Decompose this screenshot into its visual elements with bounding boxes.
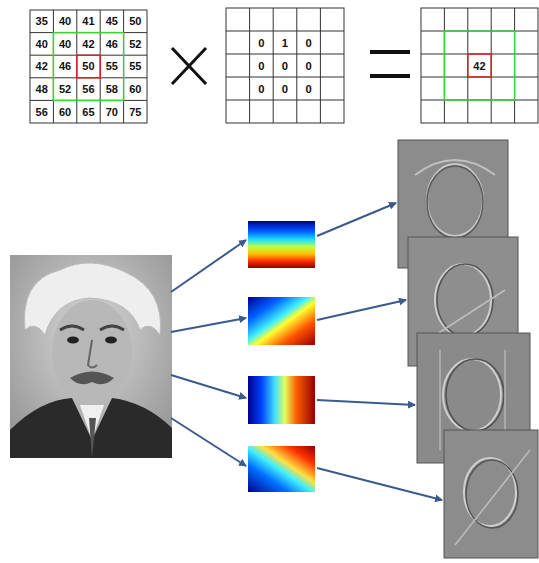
flow-arrow bbox=[171, 203, 442, 500]
table-cell: 75 bbox=[125, 101, 146, 122]
equals-sign bbox=[370, 52, 410, 76]
table-cell: 56 bbox=[31, 101, 52, 122]
input-grid bbox=[30, 10, 147, 123]
output-grid bbox=[421, 8, 538, 123]
table-cell: 42 bbox=[31, 56, 52, 77]
portrait-photo bbox=[10, 255, 172, 458]
table-cell: 0 bbox=[274, 78, 296, 99]
table-cell: 56 bbox=[78, 79, 99, 100]
table-cell: 70 bbox=[101, 101, 122, 122]
table-cell: 52 bbox=[54, 79, 75, 100]
filter-antidiagonal bbox=[248, 446, 315, 492]
table-cell: 52 bbox=[125, 34, 146, 55]
table-cell: 0 bbox=[251, 32, 273, 53]
table-cell: 60 bbox=[125, 79, 146, 100]
table-cell: 40 bbox=[54, 11, 75, 32]
table-cell: 46 bbox=[101, 34, 122, 55]
table-cell: 0 bbox=[274, 55, 296, 76]
table-cell: 42 bbox=[469, 55, 490, 76]
table-cell: 65 bbox=[78, 101, 99, 122]
table-cell: 48 bbox=[31, 79, 52, 100]
table-cell: 50 bbox=[78, 56, 99, 77]
kernel-grid bbox=[226, 8, 344, 123]
feature-map bbox=[444, 430, 538, 558]
multiply-sign bbox=[172, 48, 206, 84]
table-cell: 45 bbox=[101, 11, 122, 32]
table-cell: 0 bbox=[298, 32, 320, 53]
table-cell: 0 bbox=[251, 55, 273, 76]
table-cell: 0 bbox=[298, 55, 320, 76]
table-cell: 41 bbox=[78, 11, 99, 32]
table-cell: 58 bbox=[101, 79, 122, 100]
table-cell: 55 bbox=[125, 56, 146, 77]
table-cell: 40 bbox=[54, 34, 75, 55]
table-cell: 40 bbox=[31, 34, 52, 55]
table-cell: 55 bbox=[101, 56, 122, 77]
table-cell: 42 bbox=[78, 34, 99, 55]
table-cell: 0 bbox=[298, 78, 320, 99]
filter-horizontal bbox=[248, 221, 315, 268]
filter-diagonal bbox=[248, 297, 315, 345]
table-cell: 46 bbox=[54, 56, 75, 77]
table-cell: 1 bbox=[274, 32, 296, 53]
table-cell: 0 bbox=[251, 78, 273, 99]
filter-vertical bbox=[248, 376, 315, 424]
table-cell: 60 bbox=[54, 101, 75, 122]
table-cell: 50 bbox=[125, 11, 146, 32]
table-cell: 35 bbox=[31, 11, 52, 32]
